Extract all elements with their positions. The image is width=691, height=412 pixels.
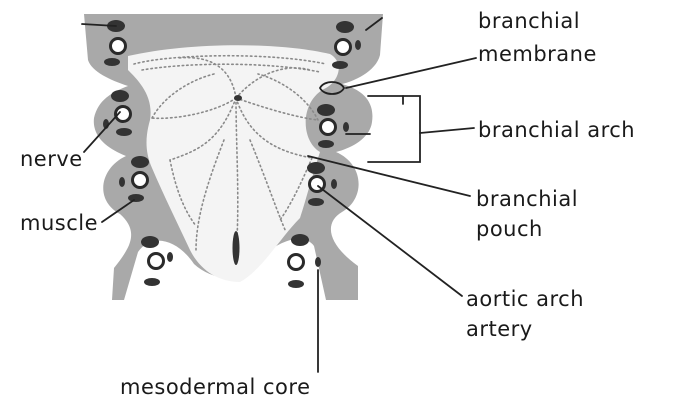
- muscle: [144, 278, 160, 286]
- label-branchial-membrane-line2: membrane: [478, 41, 597, 67]
- label-aortic-arch-artery-line1: aortic arch: [466, 286, 584, 312]
- label-mesodermal-core-text: mesodermal core: [120, 374, 311, 400]
- label-branchial-membrane-line1: branchial: [478, 8, 597, 34]
- lumen-slit: [233, 231, 240, 265]
- muscle: [288, 280, 304, 288]
- aortic-arch-artery: [111, 39, 126, 54]
- aortic-arch-artery: [289, 255, 304, 270]
- nerve: [307, 162, 325, 174]
- muscle: [104, 58, 120, 66]
- aortic-arch-artery: [149, 254, 164, 269]
- muscle: [331, 179, 337, 189]
- muscle: [308, 198, 324, 206]
- muscle: [318, 140, 334, 148]
- nerve: [291, 234, 309, 246]
- label-aortic-arch-artery: aortic arch artery: [466, 286, 584, 342]
- central-mark: [234, 95, 242, 101]
- label-branchial-pouch: branchial pouch: [476, 186, 578, 242]
- nerve: [131, 156, 149, 168]
- label-mesodermal-core: mesodermal core: [120, 374, 311, 400]
- label-branchial-pouch-line2: pouch: [476, 216, 578, 242]
- label-aortic-arch-artery-line2: artery: [466, 316, 584, 342]
- branchial-arch-bracket: [368, 96, 420, 162]
- label-branchial-pouch-line1: branchial: [476, 186, 578, 212]
- label-nerve: nerve: [20, 146, 83, 172]
- label-branchial-arch: branchial arch: [478, 117, 635, 143]
- aortic-arch-artery: [133, 173, 148, 188]
- muscle: [116, 128, 132, 136]
- muscle: [355, 40, 361, 50]
- nerve: [141, 236, 159, 248]
- muscle: [343, 122, 349, 132]
- label-branchial-arch-text: branchial arch: [478, 117, 635, 143]
- muscle: [332, 61, 348, 69]
- nerve: [317, 104, 335, 116]
- muscle: [167, 252, 173, 262]
- nerve: [336, 21, 354, 33]
- muscle: [128, 194, 144, 202]
- label-muscle: muscle: [20, 210, 98, 236]
- label-branchial-membrane: branchial membrane: [478, 8, 597, 67]
- label-muscle-text: muscle: [20, 210, 98, 236]
- aortic-arch-artery: [336, 40, 351, 55]
- label-nerve-text: nerve: [20, 146, 83, 172]
- muscle: [315, 257, 321, 267]
- nerve: [111, 90, 129, 102]
- muscle: [119, 177, 125, 187]
- aortic-arch-artery: [321, 120, 336, 135]
- branchial-arch-leader: [420, 128, 474, 133]
